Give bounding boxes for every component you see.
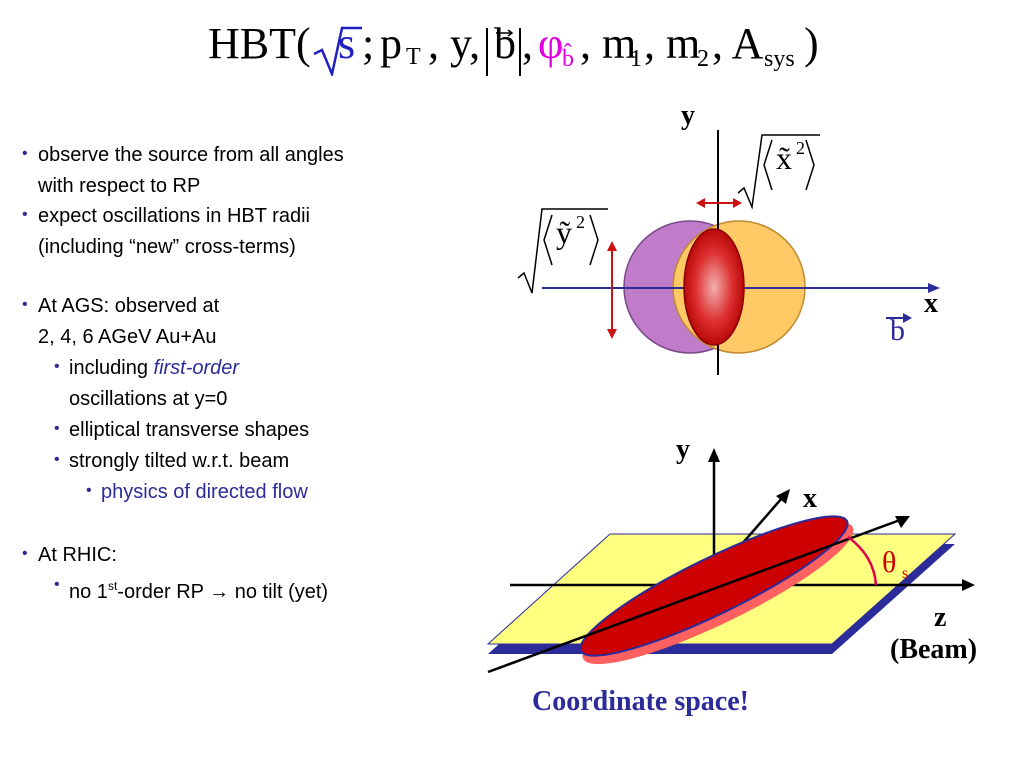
formula-hbt: HBT( xyxy=(208,19,311,68)
bottom-y-axis-label: y xyxy=(676,434,690,465)
formula-m1: , m xyxy=(580,19,637,68)
transverse-plane-diagram xyxy=(517,130,940,375)
bullet-3a-line-2: oscillations at y=0 xyxy=(69,388,228,410)
x-tilde-label: x̃ xyxy=(776,140,792,176)
bullet-3-line-1: At AGS: observed at xyxy=(38,295,220,317)
bullet-2-line-1: expect oscillations in HBT radii xyxy=(38,205,310,227)
bullet-3a-line-1: including first-order xyxy=(69,353,239,384)
formula-comma: , xyxy=(522,19,533,68)
b-vector-arrowhead xyxy=(903,313,912,323)
bullet-marker: • xyxy=(22,545,28,562)
bullet-4: At RHIC: xyxy=(38,544,117,566)
bullet-marker: • xyxy=(22,296,28,313)
bullet-marker: • xyxy=(54,358,60,375)
bullet-marker: • xyxy=(54,420,60,437)
y-tilde-label: ỹ xyxy=(556,214,572,250)
bullet-marker: • xyxy=(86,482,92,499)
formula-a: , A xyxy=(712,19,764,68)
sqrt-x-sign-icon xyxy=(737,134,820,210)
sqrt-y-sign-icon xyxy=(517,208,608,294)
top-y-axis-label: y xyxy=(681,100,695,131)
z-axis-arrowhead xyxy=(962,579,975,591)
right-arrow-icon: → xyxy=(209,581,230,603)
bullet-4a-middle: -order RP xyxy=(117,581,210,603)
theta-arc xyxy=(847,535,878,586)
sqrt-sign-icon xyxy=(313,26,362,76)
bullet-2-line-2: (including “new” cross-terms) xyxy=(38,236,296,258)
formula-p-sub: T xyxy=(406,44,421,70)
bullet-4a-superscript: st xyxy=(107,579,118,593)
source-ellipse xyxy=(579,515,849,657)
tilt-axis-arrowhead xyxy=(895,516,910,528)
b-vector-label: b xyxy=(890,314,905,347)
bullet-4a: no 1st-order RP → no tilt (yet) xyxy=(69,571,328,608)
formula-p: p xyxy=(380,19,402,68)
formula-m1-sub: 1 xyxy=(630,46,642,72)
x-tilde-squared: 2 xyxy=(796,138,805,158)
formula-y: , y, xyxy=(428,19,481,68)
formula-a-sub: sys xyxy=(764,46,795,72)
bullet-marker: • xyxy=(22,206,28,223)
bullet-3c: strongly tilted w.r.t. beam xyxy=(69,450,290,472)
tilt-axis-line xyxy=(487,518,901,674)
abs-bars-icon xyxy=(486,28,521,76)
formula-b: b xyxy=(494,19,516,68)
coordinate-space-diagram xyxy=(486,448,975,674)
beam-label: (Beam) xyxy=(890,634,978,665)
formula-phi: φ xyxy=(538,19,564,68)
bullet-4a-end: no tilt (yet) xyxy=(229,581,329,603)
formula-s: s xyxy=(338,19,356,68)
bullet-4a-prefix: no 1 xyxy=(69,581,108,603)
bullet-3a-prefix: including xyxy=(69,357,154,379)
bullet-3a-emphasis: first-order xyxy=(153,357,240,379)
bullet-marker: • xyxy=(54,576,60,593)
bullet-1-line-2: with respect to RP xyxy=(38,175,201,197)
bottom-z-axis-label: z xyxy=(934,602,947,633)
y-tilde-squared: 2 xyxy=(576,212,585,232)
bullet-3c1: physics of directed flow xyxy=(101,481,308,503)
bullet-marker: • xyxy=(54,451,60,468)
formula-semicolon: ; xyxy=(362,19,375,68)
overlap-ellipse xyxy=(683,228,745,346)
formula-m2: , m xyxy=(644,19,701,68)
top-x-axis-label: x xyxy=(924,288,938,319)
x-axis-arrowhead xyxy=(776,489,790,504)
y-axis-arrowhead xyxy=(708,448,720,462)
coordinate-space-caption: Coordinate space! xyxy=(532,686,749,717)
bullet-3-line-2: 2, 4, 6 AGeV Au+Au xyxy=(38,326,217,348)
x-axis-arrowhead xyxy=(928,283,940,293)
theta-subscript: s xyxy=(902,565,909,582)
title-formula: HBT( s ; p T , y, b , φ b̂ , m 1 , m 2 ,… xyxy=(0,18,1024,88)
bullet-marker: • xyxy=(22,145,28,162)
bottom-x-axis-label: x xyxy=(803,483,817,514)
bullet-3b: elliptical transverse shapes xyxy=(69,419,310,441)
formula-close: ) xyxy=(804,19,819,68)
formula-phi-sub: b̂ xyxy=(562,46,574,72)
theta-label: θ xyxy=(882,546,897,579)
bullet-1-line-1: observe the source from all angles xyxy=(38,144,344,166)
formula-m2-sub: 2 xyxy=(697,46,709,72)
